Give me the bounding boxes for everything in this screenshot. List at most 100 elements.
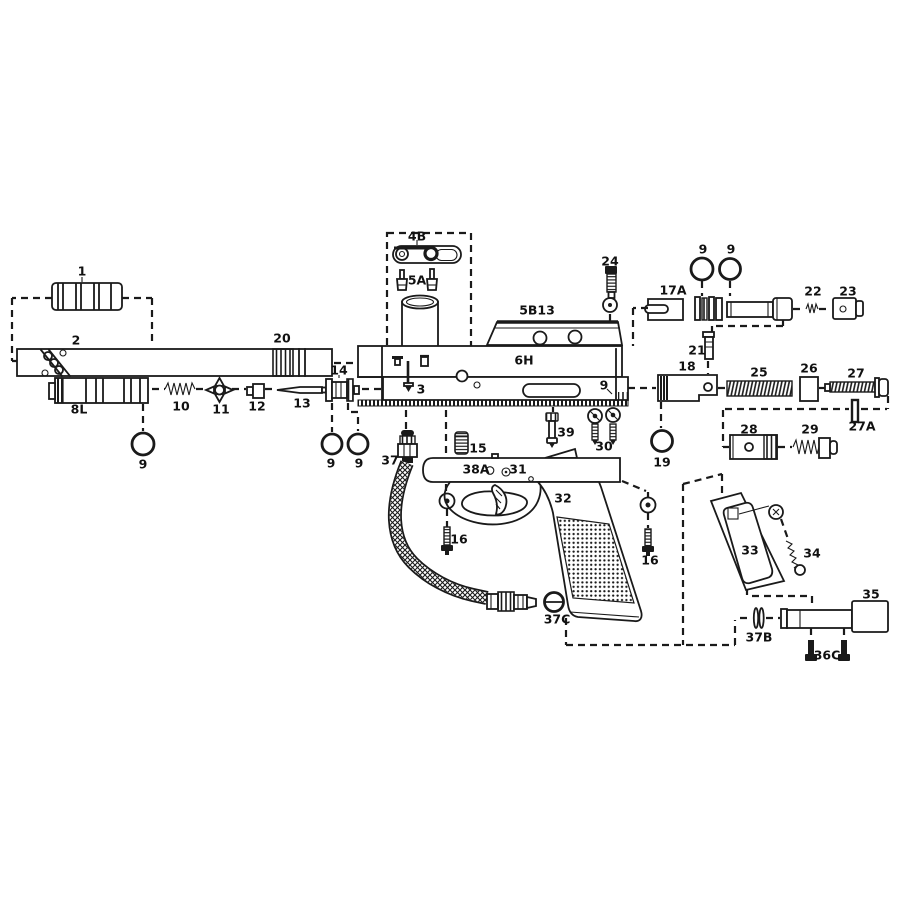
part-label-16: 16 [641,553,659,568]
part-label-9: 9 [355,456,364,471]
part-26-guide [799,376,825,402]
part-24-screw [602,266,618,322]
part-label-25: 25 [750,365,767,380]
part-label-20: 20 [273,331,291,346]
part-label-23: 23 [839,284,856,299]
part-27A-washer [850,398,860,424]
part-22-spring [793,302,831,314]
part-3-screw-tip [405,386,412,392]
part-label-39: 39 [557,425,574,440]
part-label-18: 18 [678,359,695,374]
part-label-24: 24 [601,254,619,269]
part-label-29: 29 [801,422,818,437]
part-label-37B: 37B [746,630,773,645]
part-label-13: 13 [293,396,310,411]
part-9-orings-top [689,256,742,296]
part-label-21: 21 [688,343,705,358]
part-14-valve [325,375,360,402]
part-2-barrel [16,348,333,378]
part-label-15: 15 [469,441,486,456]
part-37C-disc [543,591,565,613]
part-label-33: 33 [741,543,758,558]
part-feed-elbow [400,294,440,353]
part-9-orings-left [130,403,370,457]
part-6H-receiver [357,345,629,407]
part-1-barrel-tip [51,277,123,311]
part-34-panel-screw [738,504,806,576]
part-label-4B: 4B [408,229,426,244]
part-37-gas-line [387,410,565,613]
part-label-32: 32 [554,491,571,506]
part-label-11: 11 [212,402,229,417]
part-label-9: 9 [139,457,148,472]
part-20-band [272,348,294,377]
part-label-26: 26 [800,361,818,376]
part-23-endcap [832,297,864,320]
trigger [491,484,508,516]
part-19-oring [650,429,674,453]
part-label-34: 34 [803,546,821,561]
part-5B13-sight-rail [485,320,624,346]
part-29-spring-plug [792,437,838,459]
part-39-screw [545,407,559,448]
part-35-asa-adapter [780,600,889,639]
part-25-mainspring [726,380,793,397]
part-33-grip-panel [681,472,814,645]
part-16-screw-left [438,410,456,555]
part-label-30: 30 [595,439,613,454]
part-label-27: 27 [847,366,864,381]
part-label-28: 28 [740,422,757,437]
part-label-36C: 36C [814,648,841,663]
hose-braid [389,461,489,604]
part-5A-screws [396,268,438,291]
part-label-5A: 5A [408,273,427,288]
part-label-9: 9 [600,378,609,393]
part-label-27A: 27A [848,419,875,434]
receiver-front-screws [392,354,429,392]
part-28-valve-body [729,434,792,460]
part-18-hammer [628,374,726,428]
part-37B-washer [740,607,780,629]
part-13-pin [276,386,327,394]
leader-dash-bottom [564,618,737,647]
hole-38A [485,466,495,475]
part-8L-power-tube [48,377,149,404]
part-16-screw-right [621,479,657,556]
part-15-screw [454,431,469,455]
part-label-14: 14 [330,363,348,378]
part-label-1: 1 [78,264,87,279]
hole-31 [501,467,511,477]
part-27-guide-rod [721,377,890,449]
part-label-8L: 8L [71,402,88,417]
part-label-38A: 38A [462,462,489,477]
part-label-37: 37 [381,453,398,468]
part-label-12: 12 [248,399,265,414]
part-label-37C: 37C [544,612,571,627]
part-32-trigger-frame [422,447,643,623]
part-label-9: 9 [327,456,336,471]
part-label-22: 22 [804,284,821,299]
part-label-10: 10 [172,399,190,414]
part-label-9: 9 [699,242,708,257]
part-36C-screws [805,640,850,661]
part-label-6H: 6H [514,353,533,368]
part-label-16: 16 [450,532,468,547]
part-label-17A: 17A [659,283,686,298]
part-label-5B13: 5B13 [519,303,555,318]
part-label-35: 35 [862,587,879,602]
grip-panel-texture [556,516,635,604]
part-label-3: 3 [417,382,426,397]
part-label-31: 31 [509,462,526,477]
part-4B-link [392,240,462,264]
leader-dash-17A [631,306,785,346]
part-30-screws [587,407,621,445]
part-12-fitting [246,383,265,399]
part-17A-bolt [644,296,793,321]
part-label-2: 2 [72,333,81,348]
part-11-detent [203,376,236,404]
part-10-spring [164,381,196,396]
part-21-pin [702,331,715,374]
part-label-9: 9 [727,242,736,257]
